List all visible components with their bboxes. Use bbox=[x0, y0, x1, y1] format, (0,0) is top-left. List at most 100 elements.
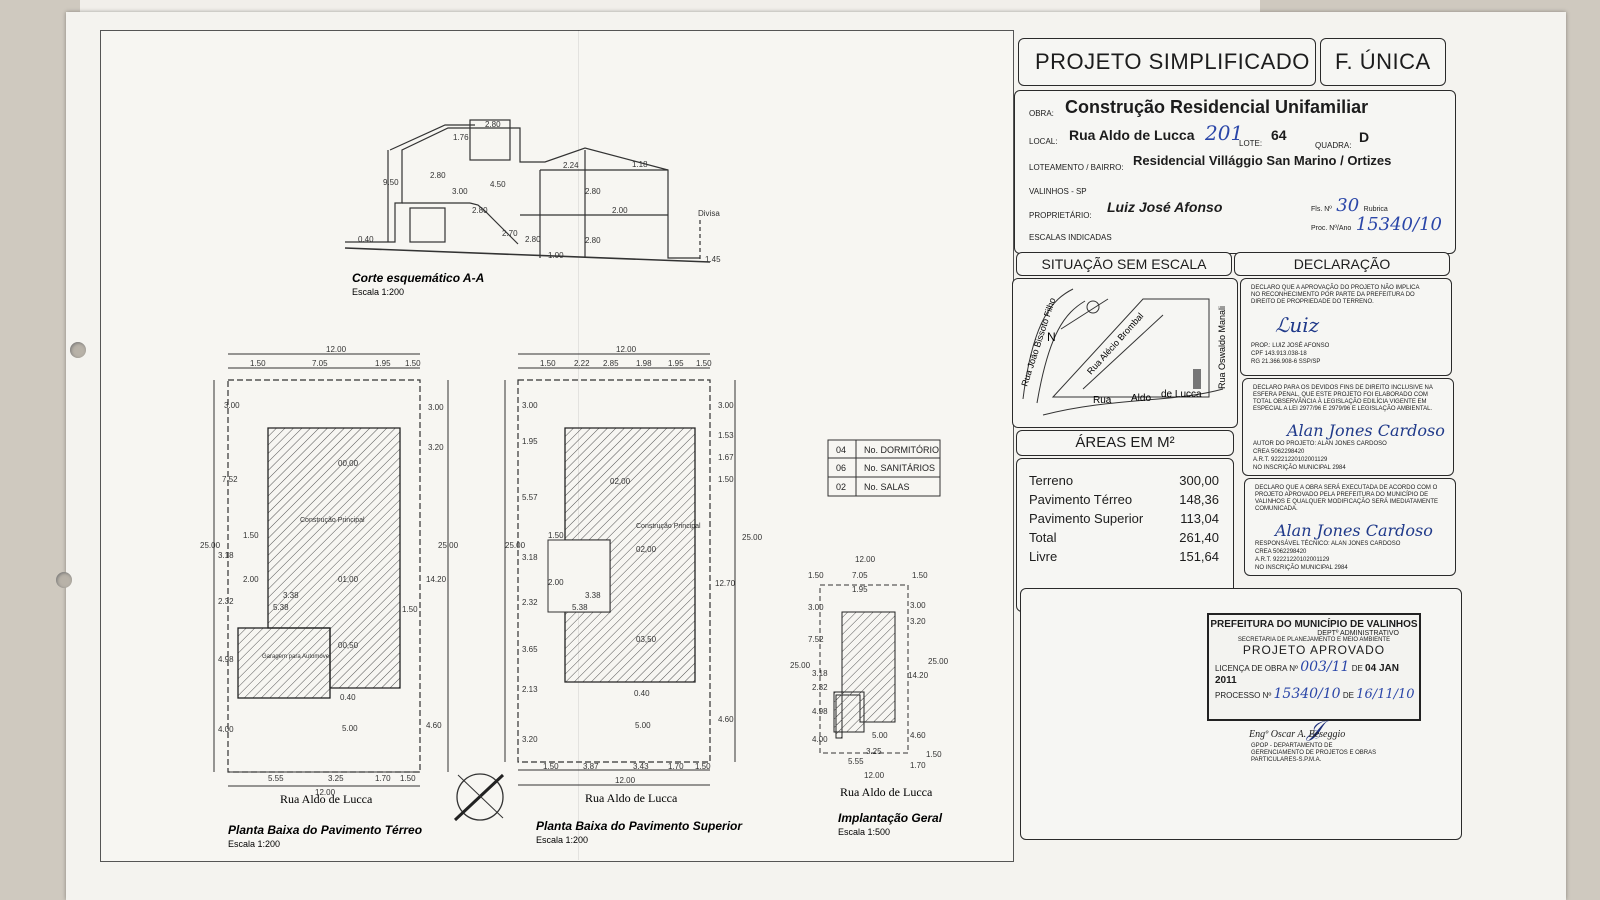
dim-label: 1.70 bbox=[910, 761, 926, 770]
local-label: LOCAL: bbox=[1029, 137, 1058, 146]
approver-name: Engº Oscar A. Beseggio bbox=[1249, 729, 1346, 740]
area-label: Terreno bbox=[1029, 473, 1074, 488]
upper-floor-plan bbox=[504, 353, 736, 786]
stamp-municipality: PREFEITURA DO MUNICÍPIO DE VALINHOS bbox=[1210, 619, 1418, 630]
section-title: Corte esquemático A-A bbox=[352, 271, 484, 285]
dim-label: 3.00 bbox=[224, 401, 240, 410]
technical-name: RESPONSÁVEL TÉCNICO: ALAN JONES CARDOSO bbox=[1255, 541, 1401, 547]
street-name: de Lucca bbox=[1161, 389, 1202, 400]
owner-name: PROP.: LUIZ JOSÉ AFONSO bbox=[1251, 343, 1330, 349]
dim-label: 12.70 bbox=[715, 579, 736, 588]
street-name: Rua Alécio Brombal bbox=[1085, 311, 1145, 376]
room-label: Construção Principal bbox=[636, 523, 701, 530]
declaration-author-box: DECLARO PARA OS DEVIDOS FINS DE DIREITO … bbox=[1242, 378, 1454, 476]
site-plan bbox=[819, 584, 909, 754]
dim-label: 1.50 bbox=[548, 531, 564, 540]
dim-label: 3.18 bbox=[522, 553, 538, 562]
stamp-approved: PROJETO APROVADO bbox=[1242, 643, 1386, 657]
dim-label: 3.20 bbox=[428, 443, 444, 452]
dim-label: 25.00 bbox=[928, 657, 949, 666]
dim-label: 7.52 bbox=[808, 635, 824, 644]
ground-floor-plan bbox=[213, 353, 449, 787]
area-value: 151,64 bbox=[1179, 549, 1219, 564]
section-dimensions: 0.40 9.50 2.80 1.76 2.80 4.50 3.00 2.80 … bbox=[358, 120, 721, 264]
street-name: Aldo bbox=[1131, 393, 1151, 404]
dim-label: 3.65 bbox=[522, 645, 538, 654]
stamp-secretariat: SECRETARIA DE PLANEJAMENTO E MEIO AMBIEN… bbox=[1237, 637, 1391, 643]
dim-label: 7.05 bbox=[852, 571, 868, 580]
room-count-qty: 06 bbox=[836, 463, 846, 473]
owner-rg: RG 21.366.908-6 SSP/SP bbox=[1251, 359, 1321, 365]
lote-label: LOTE: bbox=[1239, 139, 1263, 148]
dim-label: 12.00 bbox=[326, 345, 347, 354]
dim-label: 4.50 bbox=[490, 180, 506, 189]
title-block: PROJETO SIMPLIFICADO F. ÚNICA OBRA: Cons… bbox=[1008, 28, 1488, 870]
license-date: 04 JAN 2011 bbox=[1215, 663, 1399, 686]
fls-label: Fls. Nº bbox=[1311, 206, 1332, 213]
technical-crea: CREA 5062298420 bbox=[1255, 549, 1307, 555]
street-name: Rua bbox=[1093, 395, 1112, 406]
north-arrow-icon bbox=[453, 773, 505, 822]
dim-label: 3.00 bbox=[428, 403, 444, 412]
dim-label: 4.60 bbox=[910, 731, 926, 740]
dim-label: 3.38 bbox=[585, 591, 601, 600]
upper-floor-title: Planta Baixa do Pavimento Superior bbox=[536, 819, 743, 833]
dim-label: 0.40 bbox=[634, 689, 650, 698]
dim-label: 0.40 bbox=[340, 693, 356, 702]
area-label: Livre bbox=[1029, 549, 1058, 564]
dim-label: 2.00 bbox=[612, 206, 628, 215]
dim-label: 1.50 bbox=[912, 571, 928, 580]
dim-label: 1.50 bbox=[808, 571, 824, 580]
declaration-header-box: DECLARAÇÃO bbox=[1234, 252, 1450, 276]
dim-label: 1.70 bbox=[668, 762, 684, 771]
dim-label: 2.80 bbox=[585, 187, 601, 196]
area-label: Pavimento Térreo bbox=[1029, 492, 1133, 507]
site-plan-scale: Escala 1:500 bbox=[838, 827, 890, 837]
dim-label: 1.18 bbox=[632, 160, 648, 169]
street-label: Rua Aldo de Lucca bbox=[280, 792, 373, 806]
area-label: Total bbox=[1029, 530, 1057, 545]
sheet-box: F. ÚNICA bbox=[1320, 38, 1446, 86]
dim-label: 2.70 bbox=[502, 229, 518, 238]
dim-label: 2.00 bbox=[548, 578, 564, 587]
situation-map-drawing: N Rua João Bissoto Filho Rua Alécio Brom… bbox=[1019, 288, 1227, 416]
dim-label: 2.22 bbox=[574, 359, 590, 368]
dim-label: 5.00 bbox=[872, 731, 888, 740]
dim-label: 1.95 bbox=[522, 437, 538, 446]
declaration-technical-box: DECLARO QUE A OBRA SERÁ EXECUTADA DE ACO… bbox=[1244, 478, 1456, 576]
ground-floor-title: Planta Baixa do Pavimento Térreo bbox=[228, 823, 422, 837]
scales-note: ESCALAS INDICADAS bbox=[1029, 233, 1112, 242]
dim-label: 2.85 bbox=[603, 359, 619, 368]
project-info-box: OBRA: Construção Residencial Unifamiliar… bbox=[1014, 90, 1456, 254]
dim-label: 2.80 bbox=[525, 235, 541, 244]
dim-label: 2.32 bbox=[812, 683, 828, 692]
license-number: 003/11 bbox=[1300, 659, 1350, 675]
dim-label: 5.00 bbox=[342, 724, 358, 733]
author-signature: Alan Jones Cardoso bbox=[1287, 421, 1445, 440]
proc-label: Proc. Nº/Ano bbox=[1311, 225, 1352, 232]
dim-label: 1.50 bbox=[400, 774, 416, 783]
dim-label: 1.45 bbox=[705, 255, 721, 264]
handwritten-house-number: 201 bbox=[1205, 121, 1244, 145]
dim-label: 1.50 bbox=[926, 750, 942, 759]
area-value: 148,36 bbox=[1179, 492, 1219, 507]
declaration-owner-text: DECLARO QUE A APROVAÇÃO DO PROJETO NÃO I… bbox=[1251, 285, 1420, 305]
room-label: Garagem para Automóvel bbox=[262, 654, 330, 660]
dim-label: 12.00 bbox=[864, 771, 885, 780]
room-count-qty: 04 bbox=[836, 445, 846, 455]
area-row: Terreno 300,00 bbox=[1029, 471, 1219, 490]
dim-label: 4.00 bbox=[218, 725, 234, 734]
situation-map: N Rua João Bissoto Filho Rua Alécio Brom… bbox=[1012, 278, 1238, 428]
ground-floor-dimensions: 12.00 1.50 7.05 1.95 1.50 3.00 7.52 1.50… bbox=[200, 345, 459, 797]
dim-label: 1.95 bbox=[852, 585, 868, 594]
street-label: Rua Aldo de Lucca bbox=[840, 785, 933, 799]
divisa-label: Divisa bbox=[698, 209, 720, 218]
dim-label: 25.00 bbox=[200, 541, 221, 550]
process-label: PROCESSO Nº bbox=[1215, 691, 1272, 700]
owner-signature: ℒuiz bbox=[1275, 313, 1320, 337]
area-value: 300,00 bbox=[1179, 473, 1219, 488]
dim-label: 4.98 bbox=[218, 655, 234, 664]
city: VALINHOS - SP bbox=[1029, 187, 1087, 196]
